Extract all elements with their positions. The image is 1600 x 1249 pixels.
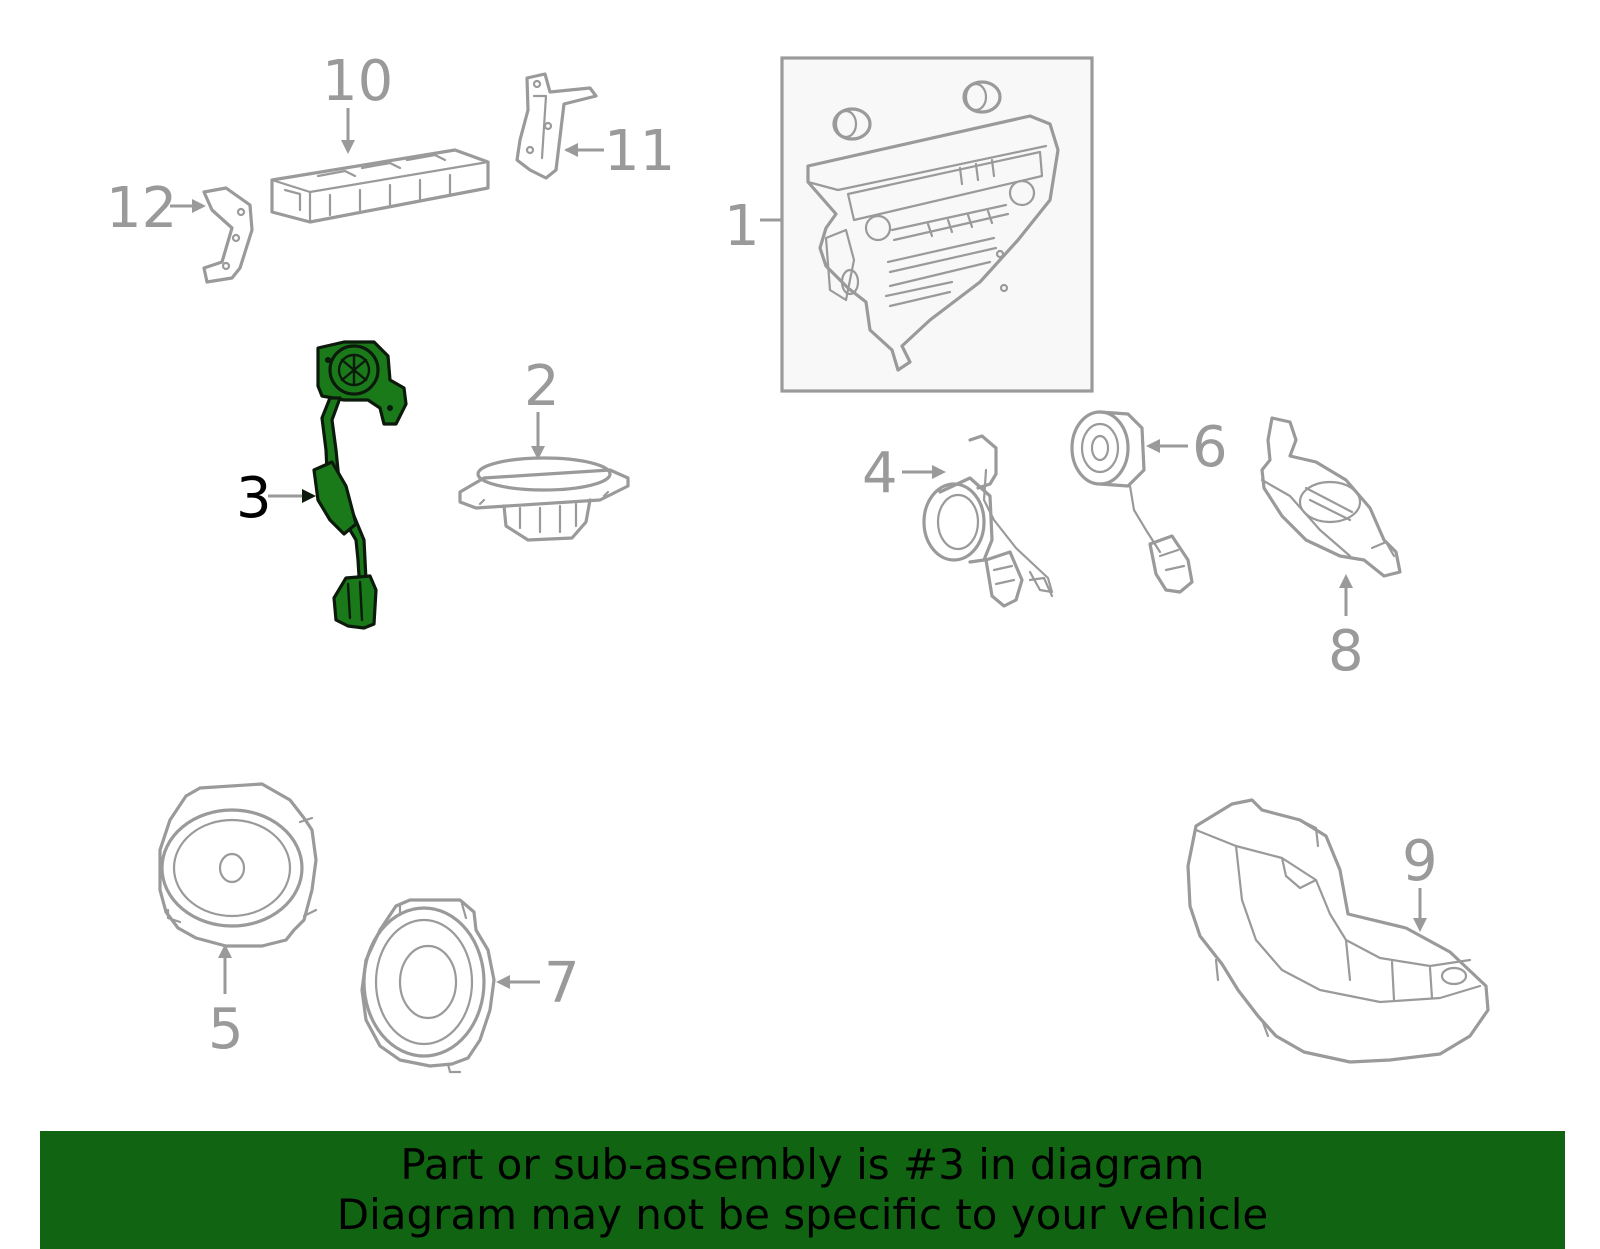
arrow-11: [564, 143, 578, 157]
part-11-bracket: [515, 72, 598, 180]
callout-8: 8: [1328, 619, 1364, 684]
callout-1: 1: [724, 194, 760, 259]
callout-6: 6: [1192, 415, 1228, 480]
part-4-tweeter: [922, 434, 1054, 608]
part-8-speaker-grille: [1260, 416, 1402, 578]
callout-3: 3: [236, 466, 272, 531]
part-3-speaker-assembly-highlighted: [312, 340, 408, 630]
part-5-oval-speaker: [158, 782, 318, 948]
arrow-7: [496, 975, 510, 989]
arrow-3: [302, 489, 316, 503]
arrow-10: [341, 140, 355, 154]
arrow-4: [932, 465, 946, 479]
part-7-round-speaker: [360, 898, 496, 1074]
callout-4: 4: [862, 441, 898, 506]
arrow-2: [531, 446, 545, 460]
arrow-6: [1146, 439, 1160, 453]
callout-12: 12: [106, 176, 177, 241]
part-1-audio-head-unit: [780, 56, 1094, 393]
callout-10: 10: [322, 49, 393, 114]
callout-11: 11: [604, 119, 675, 184]
part-10-switch-module: [270, 148, 490, 224]
banner-line-1: Part or sub-assembly is #3 in diagram: [400, 1140, 1205, 1189]
callout-9: 9: [1402, 829, 1438, 894]
arrow-9: [1413, 918, 1427, 932]
callout-5: 5: [208, 997, 244, 1062]
arrow-12: [192, 199, 206, 213]
part-12-bracket: [202, 186, 254, 284]
callout-2: 2: [524, 354, 560, 419]
arrow-5: [218, 944, 232, 958]
part-6-tweeter: [1070, 410, 1194, 594]
part-2-speaker: [458, 456, 630, 542]
arrow-8: [1339, 574, 1353, 588]
part-9-subwoofer-enclosure: [1186, 798, 1490, 1064]
callout-7: 7: [544, 951, 580, 1016]
banner-line-2: Diagram may not be specific to your vehi…: [336, 1190, 1269, 1239]
notice-banner: Part or sub-assembly is #3 in diagram Di…: [40, 1131, 1565, 1249]
